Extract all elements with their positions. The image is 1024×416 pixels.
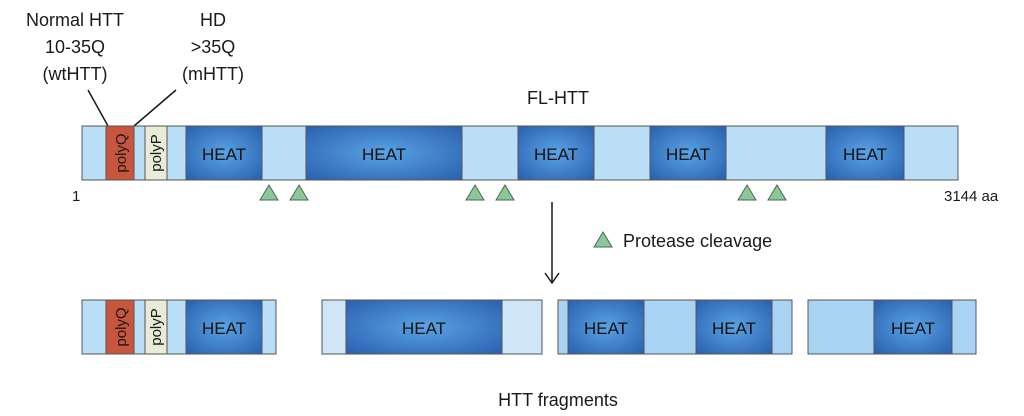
hd-label: HD >35Q (mHTT) — [182, 10, 244, 84]
cleavage-triangle — [259, 184, 279, 201]
cleavage-sites — [259, 184, 787, 201]
heat-label-4: HEAT — [666, 145, 710, 164]
svg-text:Normal HTT: Normal HTT — [26, 10, 124, 30]
heat-domain-2 — [305, 125, 463, 181]
heat-domain — [567, 299, 645, 355]
end-position-label: 3144 aa — [944, 188, 999, 205]
svg-text:(wtHTT): (wtHTT) — [43, 64, 108, 84]
fragment-3: HEAT HEAT — [557, 299, 793, 355]
down-arrow-icon — [544, 202, 560, 285]
flhtt-label: FL-HTT — [527, 88, 589, 108]
full-length-htt-bar: polyQ polyP HEAT HEAT HEAT HEAT HEAT — [81, 125, 959, 181]
heat-domain — [185, 299, 263, 355]
cleavage-triangle — [289, 184, 309, 201]
heat-domain — [695, 299, 773, 355]
fragment-1: polyQ polyP HEAT — [81, 299, 277, 355]
fragment-2: HEAT — [321, 299, 543, 355]
heat-label-5: HEAT — [843, 145, 887, 164]
svg-text:(mHTT): (mHTT) — [182, 64, 244, 84]
polyp-domain — [144, 125, 168, 181]
hd-pointer-line — [133, 89, 177, 127]
heat-domain — [345, 299, 503, 355]
heat-domain-3 — [517, 125, 595, 181]
cleavage-triangle — [465, 184, 485, 201]
svg-text:>35Q: >35Q — [191, 37, 236, 57]
heat-domain-5 — [825, 125, 905, 181]
polyq-domain — [105, 125, 135, 181]
cleavage-triangle — [495, 184, 515, 201]
heat-label-1: HEAT — [202, 145, 246, 164]
svg-text:HD: HD — [200, 10, 226, 30]
heat-domain-1 — [185, 125, 263, 181]
legend-triangle-icon — [593, 231, 613, 248]
polyp-domain — [144, 299, 168, 355]
heat-label-3: HEAT — [534, 145, 578, 164]
protease-cleavage-label: Protease cleavage — [623, 231, 772, 251]
fragment-4: HEAT — [807, 299, 977, 355]
polyp-label: polyP — [148, 308, 165, 346]
heat-label-2: HEAT — [362, 145, 406, 164]
normal-htt-label: Normal HTT 10-35Q (wtHTT) — [26, 10, 124, 84]
heat-domain — [873, 299, 953, 355]
start-position-label: 1 — [72, 188, 80, 205]
svg-text:10-35Q: 10-35Q — [45, 37, 105, 57]
polyp-label: polyP — [148, 134, 165, 172]
normal-pointer-line — [87, 89, 109, 127]
polyq-domain — [105, 299, 135, 355]
heat-label: HEAT — [402, 319, 446, 338]
polyq-label: polyQ — [113, 133, 130, 172]
heat-label: HEAT — [202, 319, 246, 338]
polyq-label: polyQ — [113, 307, 130, 346]
heat-label: HEAT — [712, 319, 756, 338]
htt-fragments-label: HTT fragments — [498, 390, 618, 410]
heat-domain-4 — [649, 125, 727, 181]
cleavage-triangle — [737, 184, 757, 201]
cleavage-triangle — [767, 184, 787, 201]
heat-label: HEAT — [891, 319, 935, 338]
heat-label: HEAT — [584, 319, 628, 338]
